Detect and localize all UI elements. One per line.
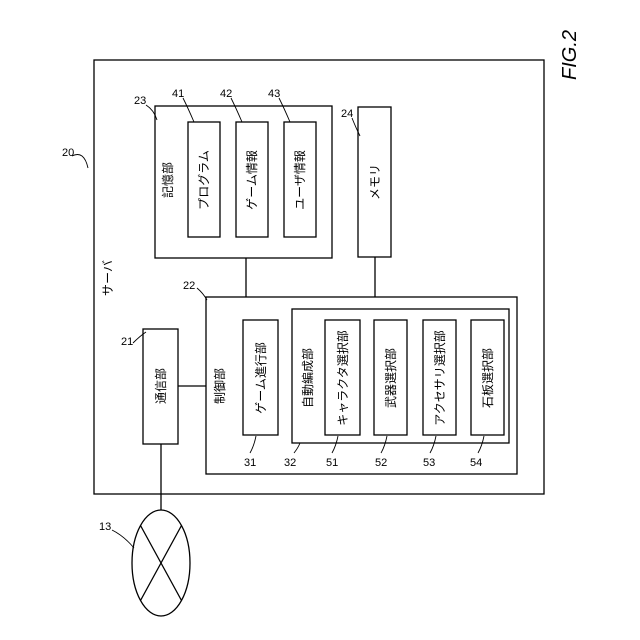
weapon-select-ref: 52 (375, 457, 387, 469)
memory-label: メモリ (368, 164, 382, 200)
user-info-label: ユーザ情報 (293, 150, 307, 210)
accessory-select-label: アクセサリ選択部 (432, 330, 447, 425)
server-ref: 20 (62, 147, 74, 159)
memory-ref: 24 (341, 108, 353, 120)
game-info-ref: 42 (220, 88, 232, 100)
game-progress-ref: 31 (244, 457, 256, 469)
game-info-label: ゲーム情報 (245, 150, 259, 210)
storage-label: 記憶部 (160, 162, 175, 198)
stone-select-ref: 54 (470, 457, 482, 469)
auto-formation-label: 自動編成部 (300, 348, 315, 408)
storage-ref: 23 (134, 95, 146, 107)
figure-label: FIG.2 (559, 30, 581, 80)
server-ref-leader (72, 155, 88, 169)
weapon-select-label: 武器選択部 (383, 348, 398, 408)
accessory-select-ref: 53 (423, 457, 435, 469)
program-label: プログラム (197, 150, 211, 210)
network-ref-leader (112, 530, 134, 548)
communication-label: 通信部 (153, 368, 168, 404)
character-select-label: キャラクタ選択部 (335, 330, 350, 426)
character-select-ref: 51 (326, 457, 338, 469)
control-label: 制御部 (212, 368, 227, 404)
communication-ref: 21 (121, 336, 133, 348)
server-label: サーバ (101, 260, 115, 296)
user-info-ref: 43 (268, 88, 280, 100)
game-progress-label: ゲーム進行部 (253, 342, 268, 414)
auto-formation-ref: 32 (284, 457, 296, 469)
network-ref: 13 (99, 521, 111, 533)
program-ref: 41 (172, 88, 184, 100)
stone-select-label: 石板選択部 (480, 348, 495, 408)
control-ref: 22 (183, 280, 195, 292)
